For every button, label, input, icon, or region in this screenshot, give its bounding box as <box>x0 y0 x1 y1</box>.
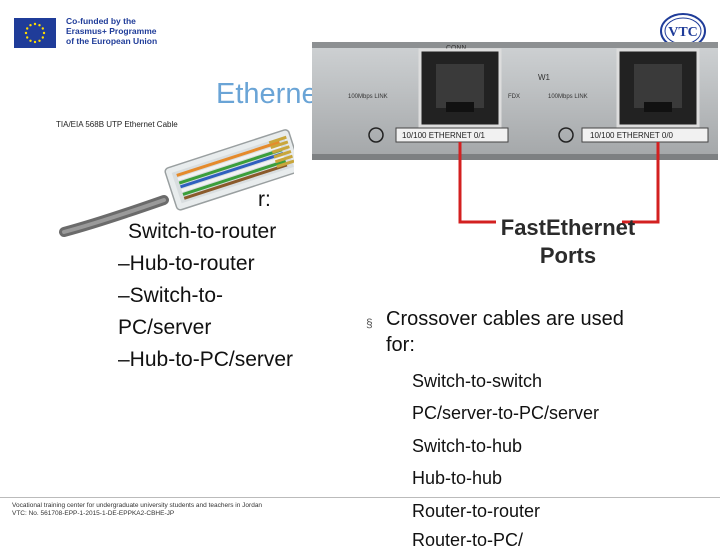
left-list-item: PC/server <box>118 316 212 339</box>
router-panel-image: CONN W1 100Mbps LINK FDX 100Mbps LINK 10… <box>312 42 718 160</box>
right-list-item: Switch-to-switch <box>412 371 543 391</box>
eu-stars-icon <box>14 18 56 48</box>
router-label-w1: W1 <box>538 73 551 82</box>
left-list-item: –Switch-to- <box>118 284 224 307</box>
router-label-fdx: FDX <box>508 94 520 100</box>
right-list-item: Router-to-router <box>412 501 541 521</box>
eu-line-1: Co-funded by the <box>66 16 136 26</box>
footer-line-1: Vocational training center for undergrad… <box>12 502 263 509</box>
port-callout-lines <box>458 160 660 224</box>
left-list-item: –Hub-to-PC/server <box>118 348 294 371</box>
crossover-heading-line-1: Crossover cables are used <box>386 308 624 330</box>
router-label-port-left: 10/100 ETHERNET 0/1 <box>402 131 486 140</box>
fastethernet-ports-label: FastEthernet Ports <box>488 214 648 270</box>
eu-programme-text: Co-funded by the Erasmus+ Programme of t… <box>66 16 176 46</box>
vtc-logo-text: VTC <box>668 25 698 40</box>
cable-caption: TIA/EIA 568B UTP Ethernet Cable <box>56 120 178 129</box>
right-list-item: Router-to-PC/ <box>412 530 524 550</box>
square-bullet-icon: § <box>366 316 373 330</box>
eu-line-3: of the European Union <box>66 36 158 46</box>
footer-line-2: VTC: No. 561708-EPP-1-2015-1-DE-EPPKA2-C… <box>12 510 175 517</box>
ports-label-line-2: Ports <box>539 243 597 268</box>
ports-label-line-1: FastEthernet <box>500 215 636 240</box>
right-list-item: Hub-to-hub <box>412 468 503 488</box>
router-label-link-left: 100Mbps LINK <box>348 94 388 100</box>
eu-line-2: Erasmus+ Programme <box>66 26 157 36</box>
footer-text: Vocational training center for undergrad… <box>12 502 262 518</box>
right-list-item: Switch-to-hub <box>412 436 523 456</box>
router-label-link-right: 100Mbps LINK <box>548 94 588 100</box>
eu-flag-logo <box>14 18 56 48</box>
left-list-item: –Hub-to-router <box>118 252 255 275</box>
footer-divider <box>0 497 720 498</box>
slide-title: Etherne <box>216 78 318 110</box>
crossover-heading-line-2: for: <box>386 334 415 356</box>
left-list-item: Switch-to-router <box>128 220 277 243</box>
right-list-item: PC/server-to-PC/server <box>412 403 600 423</box>
left-list-item: r: <box>258 188 271 211</box>
router-label-port-right: 10/100 ETHERNET 0/0 <box>590 131 674 140</box>
utp-cable-image <box>59 129 294 237</box>
